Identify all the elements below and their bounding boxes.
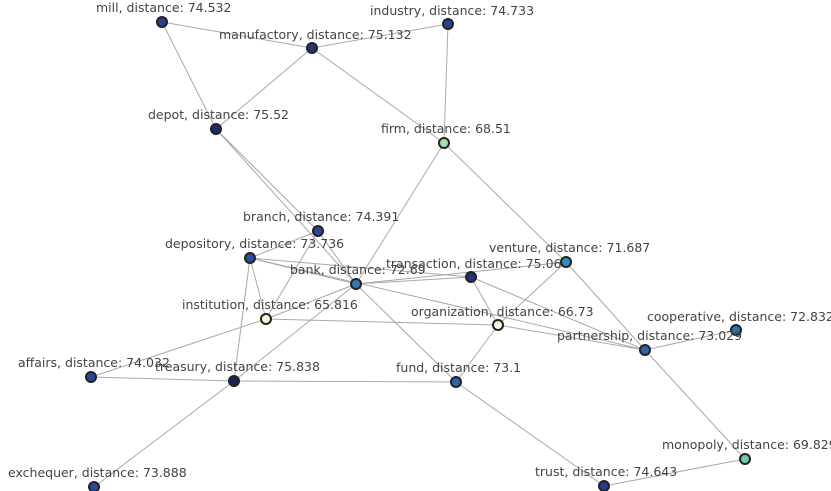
edge-depository-transaction bbox=[249, 257, 472, 278]
node-trust[interactable] bbox=[598, 480, 610, 491]
node-institution[interactable] bbox=[260, 313, 272, 325]
node-label-manufactory: manufactory, distance: 75.132 bbox=[219, 27, 412, 42]
node-fund[interactable] bbox=[450, 376, 462, 388]
node-label-bank: bank, distance: 72.69 bbox=[290, 262, 426, 277]
node-label-monopoly: monopoly, distance: 69.829 bbox=[662, 437, 831, 452]
edge-treasury-fund bbox=[233, 380, 457, 383]
node-treasury[interactable] bbox=[228, 375, 240, 387]
labels-layer: mill, distance: 74.532 industry, distance… bbox=[8, 0, 831, 480]
edge-depot-branch bbox=[215, 128, 319, 232]
node-label-transaction: transaction, distance: 75.06 bbox=[386, 256, 562, 271]
node-label-mill: mill, distance: 74.532 bbox=[96, 0, 231, 15]
edge-institution-organization bbox=[265, 318, 499, 326]
edge-branch-institution bbox=[265, 230, 319, 320]
edge-venture-bank bbox=[355, 261, 567, 285]
node-venture[interactable] bbox=[560, 256, 572, 268]
node-label-partnership: partnership, distance: 73.029 bbox=[557, 328, 742, 343]
node-label-depository: depository, distance: 73.736 bbox=[165, 236, 344, 251]
edge-transaction-partnership bbox=[470, 276, 646, 351]
edge-fund-trust bbox=[455, 381, 605, 487]
node-label-venture: venture, distance: 71.687 bbox=[489, 240, 650, 255]
node-label-trust: trust, distance: 74.643 bbox=[535, 464, 677, 479]
edge-manufactory-firm bbox=[311, 47, 445, 144]
node-label-organization: organization, distance: 66.73 bbox=[411, 304, 594, 319]
edge-depository-institution bbox=[249, 257, 267, 320]
edge-depot-bank bbox=[215, 128, 357, 285]
edge-firm-bank bbox=[355, 142, 445, 285]
edge-mill-depot bbox=[161, 21, 217, 130]
node-label-cooperative: cooperative, distance: 72.832 bbox=[647, 309, 831, 324]
node-label-depot: depot, distance: 75.52 bbox=[148, 107, 289, 122]
node-label-affairs: affairs, distance: 74.032 bbox=[18, 355, 170, 370]
node-cooperative[interactable] bbox=[730, 324, 742, 336]
edge-bank-transaction bbox=[355, 276, 472, 285]
edge-venture-partnership bbox=[565, 261, 646, 351]
edge-industry-manufactory bbox=[311, 23, 449, 49]
edge-affairs-treasury bbox=[90, 376, 235, 382]
edge-manufactory-depot bbox=[215, 47, 313, 130]
edge-organization-fund bbox=[455, 324, 499, 383]
edge-organization-partnership bbox=[497, 324, 646, 351]
edge-industry-firm bbox=[443, 23, 449, 144]
node-label-fund: fund, distance: 73.1 bbox=[396, 360, 521, 375]
edge-firm-venture bbox=[443, 142, 567, 263]
edge-partnership-cooperative bbox=[644, 329, 737, 351]
node-depot[interactable] bbox=[210, 123, 222, 135]
edge-depository-bank bbox=[249, 257, 357, 285]
edge-transaction-organization bbox=[470, 276, 499, 326]
node-transaction[interactable] bbox=[465, 271, 477, 283]
node-manufactory[interactable] bbox=[306, 42, 318, 54]
node-partnership[interactable] bbox=[639, 344, 651, 356]
edge-branch-bank bbox=[317, 230, 357, 285]
edge-partnership-monopoly bbox=[644, 349, 746, 460]
node-depository[interactable] bbox=[244, 252, 256, 264]
edge-venture-organization bbox=[497, 261, 567, 326]
node-affairs[interactable] bbox=[85, 371, 97, 383]
node-label-industry: industry, distance: 74.733 bbox=[370, 3, 534, 18]
edge-depository-partnership bbox=[249, 257, 646, 351]
node-organization[interactable] bbox=[492, 319, 504, 331]
node-industry[interactable] bbox=[442, 18, 454, 30]
node-branch[interactable] bbox=[312, 225, 324, 237]
edges-layer bbox=[90, 21, 746, 488]
node-label-treasury: treasury, distance: 75.838 bbox=[155, 359, 320, 374]
edge-bank-institution bbox=[265, 283, 357, 320]
node-firm[interactable] bbox=[438, 137, 450, 149]
node-label-branch: branch, distance: 74.391 bbox=[243, 209, 399, 224]
nodes-layer bbox=[85, 16, 751, 491]
edge-branch-depository bbox=[249, 230, 319, 259]
edge-treasury-exchequer bbox=[93, 380, 235, 488]
edge-bank-fund bbox=[355, 283, 457, 383]
node-exchequer[interactable] bbox=[88, 481, 100, 491]
node-label-institution: institution, distance: 65.816 bbox=[182, 297, 358, 312]
node-bank[interactable] bbox=[350, 278, 362, 290]
edge-trust-monopoly bbox=[603, 458, 746, 487]
edge-depository-treasury bbox=[233, 257, 251, 382]
node-mill[interactable] bbox=[156, 16, 168, 28]
edge-institution-affairs bbox=[90, 318, 267, 378]
node-monopoly[interactable] bbox=[739, 453, 751, 465]
node-label-firm: firm, distance: 68.51 bbox=[381, 121, 511, 136]
node-label-exchequer: exchequer, distance: 73.888 bbox=[8, 465, 187, 480]
edge-bank-treasury bbox=[233, 283, 357, 382]
edge-mill-manufactory bbox=[161, 21, 313, 49]
